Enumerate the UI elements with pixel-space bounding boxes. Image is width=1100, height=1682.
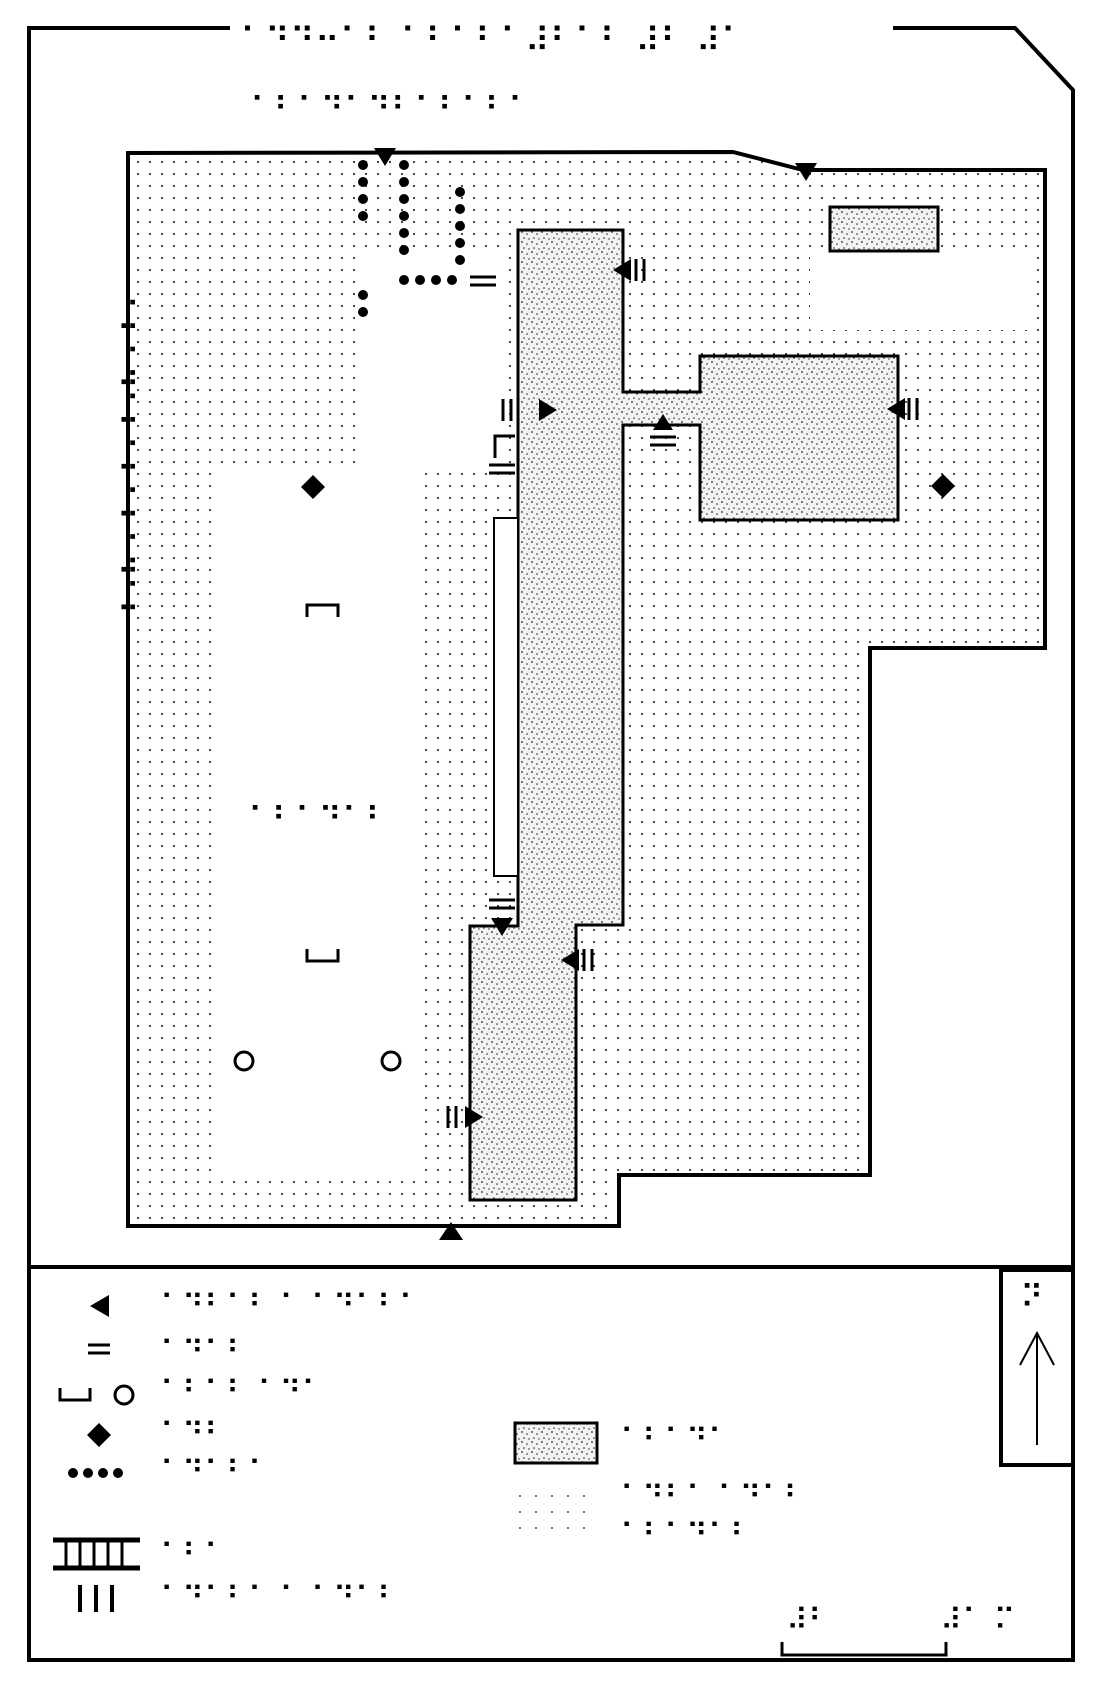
legend-open-area-swatch (518, 1490, 592, 1530)
legend-label-open-area-1: ⠁⠙⠃⠁ ⠁⠙⠁⠃ (620, 1480, 805, 1515)
tree-left (233, 1050, 255, 1072)
scale-bar: ⠼⠃ ⠼⠁ ⠍ (780, 1603, 1015, 1657)
legend-column-icon (78, 1585, 114, 1612)
legend-triangle-icon (90, 1295, 109, 1317)
scale-label-left: ⠼⠃ (786, 1603, 830, 1638)
main-building (468, 228, 900, 1202)
legend-label-entrance: ⠁⠙⠃⠁⠃ ⠁ ⠁⠙⠁⠃⠁ (160, 1289, 421, 1324)
point-left (301, 475, 325, 499)
legend-stairs-icon (88, 1343, 110, 1355)
walking-path (358, 160, 465, 317)
entrance-lower-right (561, 949, 579, 971)
stairs-marks (470, 275, 676, 910)
compass-label: ⠝ (1020, 1278, 1043, 1316)
legend-label-ramp: ⠁⠃⠁ (160, 1538, 226, 1573)
map-title: ⠁⠙⠙⠒⠁⠃ ⠁⠃⠁⠃⠁⠼⠃⠁⠃ ⠼⠃ ⠼⠁ (240, 21, 746, 61)
buildings (468, 205, 940, 1202)
legend-building-swatch (513, 1421, 599, 1465)
legend-label-open-area-2: ⠁⠃⠁⠙⠁⠃ (620, 1518, 752, 1553)
legend-path-icon (68, 1468, 123, 1478)
legend-label-building: ⠁⠃⠁⠙⠁ (620, 1423, 730, 1458)
legend-label-bench-tree: ⠁⠃⠁⠃ ⠁⠙⠁ (160, 1375, 323, 1410)
entrance-markers (374, 148, 905, 1240)
tree-right (380, 1050, 402, 1072)
entrance-east-building (887, 398, 905, 420)
compass: ⠝ (999, 1268, 1075, 1467)
legend-tree-icon (113, 1384, 135, 1406)
bench-top (305, 603, 340, 617)
corridor (493, 517, 519, 877)
legend: ⠁⠙⠃⠁⠃ ⠁ ⠁⠙⠁⠃⠁ ⠁⠙⠁⠃ ⠁⠃⠁⠃ ⠁⠙⠁ ⠁⠙⠃ ⠁⠙⠁⠃⠁ ⠁⠃… (53, 1289, 805, 1616)
legend-bench-icon (58, 1388, 92, 1402)
point-markers (301, 474, 955, 499)
entrance-top-left (374, 148, 396, 166)
legend-diamond-icon (87, 1423, 111, 1447)
small-building (828, 205, 940, 253)
legend-ramp-icon (53, 1537, 140, 1571)
tree-markers (233, 1050, 402, 1072)
bench-bottom (305, 949, 340, 963)
legend-label-path: ⠁⠙⠁⠃⠁ (160, 1455, 270, 1490)
scale-label-right: ⠼⠁ ⠍ (940, 1603, 1015, 1638)
entrance-right-building (613, 259, 631, 281)
legend-label-column: ⠁⠙⠁⠃⠁ ⠁ ⠁⠙⠁⠃ (160, 1581, 399, 1616)
bench-markers (305, 603, 340, 963)
entrance-top-right (795, 163, 817, 181)
map-subtitle: ⠁⠃⠁⠙⠁⠙⠃⠁⠃⠁⠃⠁ (250, 90, 531, 128)
outer-frame (27, 26, 1075, 1662)
legend-label-point: ⠁⠙⠃ (160, 1417, 226, 1452)
entrance-left-building (539, 399, 557, 421)
entrance-bottom-left (465, 1106, 483, 1128)
column-marks (446, 259, 919, 1128)
entrance-lower-left (491, 918, 513, 936)
entrance-bottom (439, 1222, 463, 1240)
entrance-center (653, 414, 673, 430)
legend-label-stairs: ⠁⠙⠁⠃ (160, 1335, 248, 1370)
courtyard-label: ⠁⠃⠁⠙⠁⠃ (248, 800, 389, 838)
point-right (931, 474, 955, 498)
